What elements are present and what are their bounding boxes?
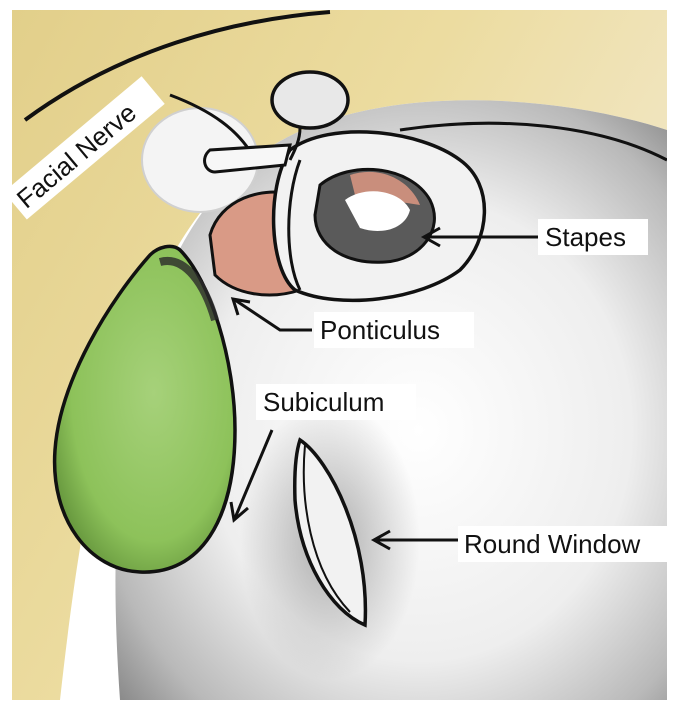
ponticulus-label: Ponticulus — [320, 315, 440, 345]
stapes-label: Stapes — [545, 222, 626, 252]
subiculum-label: Subiculum — [263, 387, 384, 417]
round-window-label: Round Window — [464, 529, 641, 559]
